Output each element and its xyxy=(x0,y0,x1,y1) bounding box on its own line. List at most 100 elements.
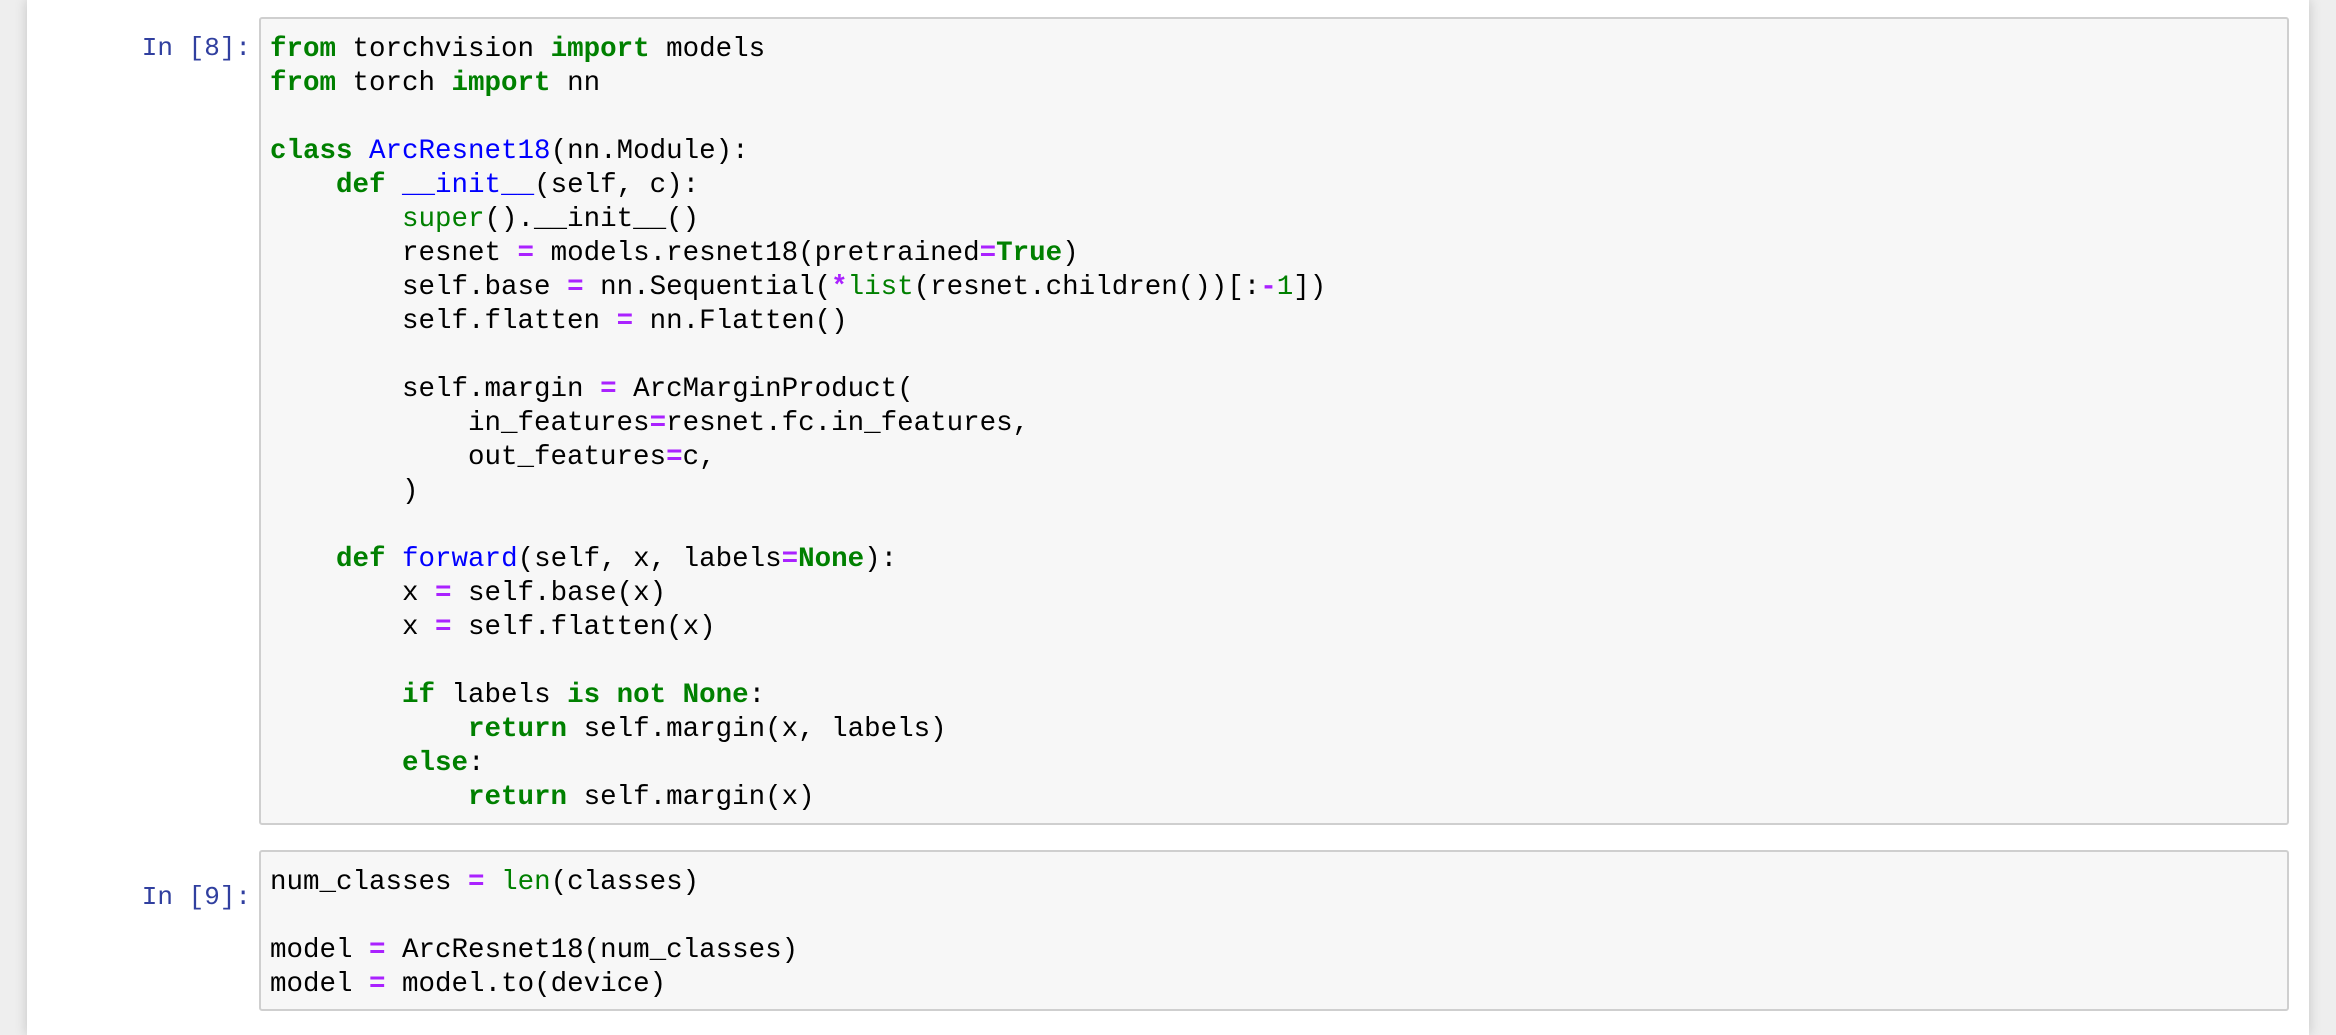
code-line: self.base = nn.Sequential(*list(resnet.c… xyxy=(270,272,1326,303)
definition-token: forward xyxy=(402,544,518,575)
operator-token: = xyxy=(517,238,535,269)
operator-token: = xyxy=(666,442,683,473)
code-line: out_features=c, xyxy=(270,442,716,473)
keyword-token: import xyxy=(550,34,650,65)
code-token: num_classes xyxy=(270,867,469,898)
keyword-token: from xyxy=(270,34,337,65)
operator-token: - xyxy=(1260,272,1277,303)
code-token: models xyxy=(649,34,766,65)
input-prompt: In [8]: xyxy=(141,33,251,63)
code-line: from torch import nn xyxy=(270,68,600,99)
code-line: x = self.base(x) xyxy=(270,578,666,609)
code-line: from torchvision import models xyxy=(270,34,765,65)
code-line: self.margin = ArcMarginProduct( xyxy=(270,374,914,405)
code-line: return self.margin(x) xyxy=(270,782,815,813)
keyword-token: class xyxy=(270,136,353,167)
keyword-token: return xyxy=(468,714,568,745)
code-line: super().__init__() xyxy=(270,204,699,235)
operator-token: = xyxy=(567,272,584,303)
keyword-token: not xyxy=(616,680,667,711)
code-token: self.margin xyxy=(270,374,601,405)
code-token: (resnet.children())[: xyxy=(913,272,1261,303)
operator-token: = xyxy=(369,969,386,1000)
code-token: self.base(x) xyxy=(451,578,667,609)
code-token xyxy=(386,170,403,201)
code-token: (nn.Module): xyxy=(550,136,749,167)
input-prompt: In [9]: xyxy=(141,882,251,912)
keyword-token: return xyxy=(468,782,568,813)
code-line: model = model.to(device) xyxy=(270,969,666,1000)
code-token: nn.Sequential( xyxy=(583,272,832,303)
code-token xyxy=(600,680,617,711)
code-token: ) xyxy=(1062,238,1079,269)
keyword-token: def xyxy=(336,170,386,201)
code-token xyxy=(270,748,402,779)
code-line: num_classes = len(classes) xyxy=(270,867,699,898)
code-line: def forward(self, x, labels=None): xyxy=(270,544,897,575)
operator-token: = xyxy=(369,935,386,966)
keyword-token: True xyxy=(996,238,1063,269)
builtin-token: len xyxy=(501,867,551,898)
definition-token: ArcResnet18 xyxy=(369,136,551,167)
operator-token: = xyxy=(979,238,997,269)
number-token: 1 xyxy=(1276,272,1294,303)
operator-token: = xyxy=(649,408,667,439)
definition-token: __init__ xyxy=(402,170,535,201)
code-token: self.margin(x, labels) xyxy=(567,714,947,745)
code-line: model = ArcResnet18(num_classes) xyxy=(270,935,798,966)
code-line: return self.margin(x, labels) xyxy=(270,714,947,745)
code-token: : xyxy=(468,748,485,779)
operator-token: = xyxy=(616,306,634,337)
operator-token: * xyxy=(831,272,848,303)
code-token: nn.Flatten() xyxy=(633,306,848,337)
code-line: if labels is not None: xyxy=(270,680,765,711)
code-token xyxy=(270,782,468,813)
code-token: c, xyxy=(682,442,716,473)
code-token: model.to(device) xyxy=(385,969,667,1000)
code-token: x xyxy=(270,612,436,643)
operator-token: = xyxy=(600,374,617,405)
code-editor[interactable]: num_classes = len(classes) model = ArcRe… xyxy=(259,850,2289,1011)
code-token: : xyxy=(748,680,766,711)
code-line: else: xyxy=(270,748,485,779)
code-line: in_features=resnet.fc.in_features, xyxy=(270,408,1029,439)
operator-token: = xyxy=(435,578,452,609)
code-token: ]) xyxy=(1293,272,1327,303)
code-token: torch xyxy=(336,68,452,99)
operator-token: = xyxy=(781,544,799,575)
code-token xyxy=(270,204,402,235)
code-token: resnet.fc.in_features, xyxy=(666,408,1030,439)
code-token xyxy=(386,544,403,575)
code-token xyxy=(353,136,370,167)
code-token: ArcMarginProduct( xyxy=(616,374,914,405)
keyword-token: import xyxy=(451,68,551,99)
keyword-token: is xyxy=(567,680,601,711)
code-token: (self, c): xyxy=(534,170,700,201)
code-token: torchvision xyxy=(336,34,551,65)
code-token: (self, x, labels xyxy=(517,544,782,575)
code-token xyxy=(270,170,336,201)
operator-token: = xyxy=(435,612,452,643)
code-line: resnet = models.resnet18(pretrained=True… xyxy=(270,238,1079,269)
code-line: def __init__(self, c): xyxy=(270,170,699,201)
code-token: self.flatten xyxy=(270,306,617,337)
code-token xyxy=(666,680,683,711)
code-line: x = self.flatten(x) xyxy=(270,612,716,643)
keyword-token: if xyxy=(402,680,436,711)
code-text[interactable]: num_classes = len(classes) model = ArcRe… xyxy=(261,852,2287,1002)
builtin-token: super xyxy=(402,204,485,235)
builtin-token: list xyxy=(847,272,914,303)
code-token: (classes) xyxy=(550,867,700,898)
code-token: self.base xyxy=(270,272,568,303)
code-token: self.margin(x) xyxy=(567,782,815,813)
code-token xyxy=(270,714,468,745)
code-line: class ArcResnet18(nn.Module): xyxy=(270,136,749,167)
code-token: x xyxy=(270,578,436,609)
keyword-token: else xyxy=(402,748,469,779)
code-token: models.resnet18(pretrained xyxy=(534,238,980,269)
code-token: resnet xyxy=(270,238,518,269)
code-token: self.flatten(x) xyxy=(451,612,716,643)
code-token: ().__init__() xyxy=(484,204,700,235)
code-text[interactable]: from torchvision import models from torc… xyxy=(261,19,2287,815)
code-editor[interactable]: from torchvision import models from torc… xyxy=(259,17,2289,825)
